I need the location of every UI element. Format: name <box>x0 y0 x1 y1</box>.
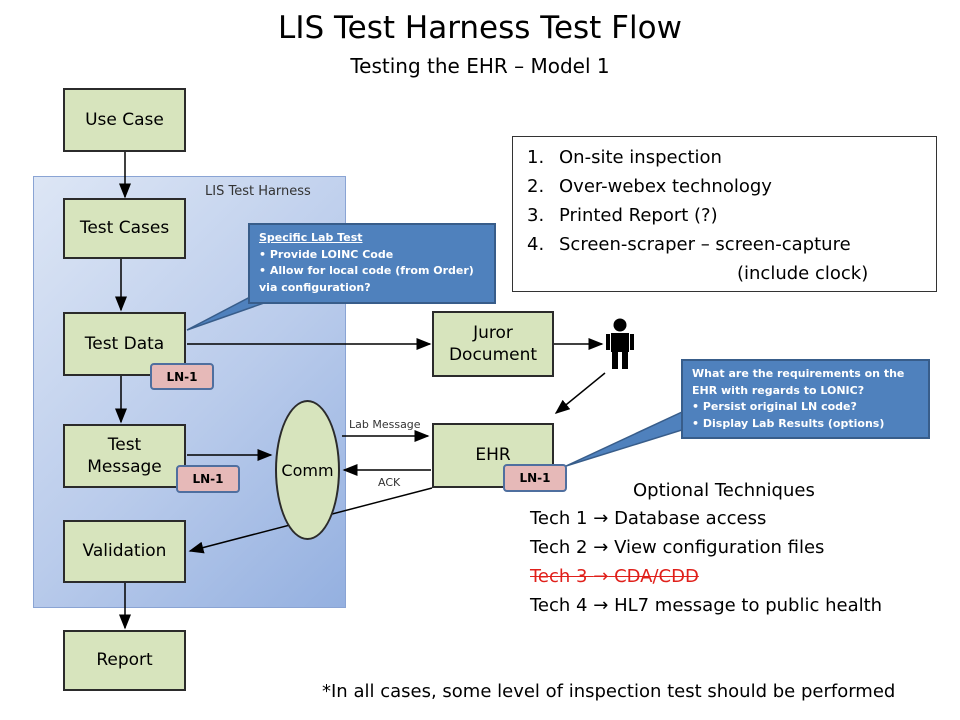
arrow-right-icon: → <box>593 508 609 529</box>
arrow-person-ehr <box>554 372 606 414</box>
list-item: 4.Screen-scraper – screen-capture <box>527 234 851 255</box>
arrow-right-icon: → <box>593 566 609 587</box>
validation-box: Validation <box>63 520 186 583</box>
ln1-badge-ehr: LN-1 <box>503 464 567 492</box>
person-icon <box>606 318 634 369</box>
callout-lab-test-item: Allow for local code (from Order) via co… <box>259 263 485 296</box>
test-data-label: Test Data <box>84 333 165 354</box>
comm-label: Comm <box>281 460 334 480</box>
technique-item: Tech 1 → Database access <box>530 508 767 529</box>
callout-requirements-heading: What are the requirements on the EHR wit… <box>692 367 905 397</box>
optional-techniques-heading: Optional Techniques <box>633 480 815 501</box>
comm-ellipse: Comm <box>275 400 340 540</box>
arrow-right-icon: → <box>593 595 609 616</box>
harness-label: LIS Test Harness <box>205 184 311 199</box>
test-cases-box: Test Cases <box>63 198 186 259</box>
lab-message-label: Lab Message <box>349 418 421 431</box>
callout-specific-lab-test: Specific Lab Test Provide LOINC Code All… <box>248 223 496 304</box>
callout-requirements-item: Display Lab Results (options) <box>692 416 919 433</box>
technique-item-struck: Tech 3 → CDA/CDD <box>530 566 699 587</box>
juror-document-label: Juror Document <box>448 322 538 365</box>
list-item: 2.Over-webex technology <box>527 176 772 197</box>
ehr-label: EHR <box>475 445 511 466</box>
report-box: Report <box>63 630 186 691</box>
page-title: LIS Test Harness Test Flow <box>278 10 682 46</box>
test-data-box: Test Data <box>63 312 186 376</box>
use-case-label: Use Case <box>85 109 164 130</box>
test-message-box: Test Message <box>63 424 186 488</box>
technique-item: Tech 4 → HL7 message to public health <box>530 595 883 616</box>
ack-label: ACK <box>378 476 401 489</box>
callout-ehr-requirements: What are the requirements on the EHR wit… <box>681 359 930 439</box>
use-case-box: Use Case <box>63 88 186 152</box>
callout-lab-test-item: Provide LOINC Code <box>259 247 485 264</box>
juror-document-box: Juror Document <box>432 311 554 377</box>
arrow-right-icon: → <box>593 537 609 558</box>
callout-lab-test-heading: Specific Lab Test <box>259 231 363 244</box>
ln1-badge-test-data: LN-1 <box>150 363 214 390</box>
callout-pointer-requirements <box>565 410 683 467</box>
list-item: 3.Printed Report (?) <box>527 205 718 226</box>
test-message-label: Test Message <box>87 434 162 477</box>
technique-item: Tech 2 → View configuration files <box>530 537 825 558</box>
page-subtitle: Testing the EHR – Model 1 <box>350 54 610 78</box>
validation-label: Validation <box>82 541 167 562</box>
callout-requirements-item: Persist original LN code? <box>692 399 919 416</box>
report-label: Report <box>96 650 153 671</box>
footnote: *In all cases, some level of inspection … <box>322 681 896 702</box>
test-cases-label: Test Cases <box>79 218 170 239</box>
ln1-badge-test-message: LN-1 <box>176 465 240 493</box>
list-item: 1.On-site inspection <box>527 147 722 168</box>
list-item-continuation: (include clock) <box>737 263 869 284</box>
inspection-methods-list: 1.On-site inspection 2.Over-webex techno… <box>512 136 937 292</box>
